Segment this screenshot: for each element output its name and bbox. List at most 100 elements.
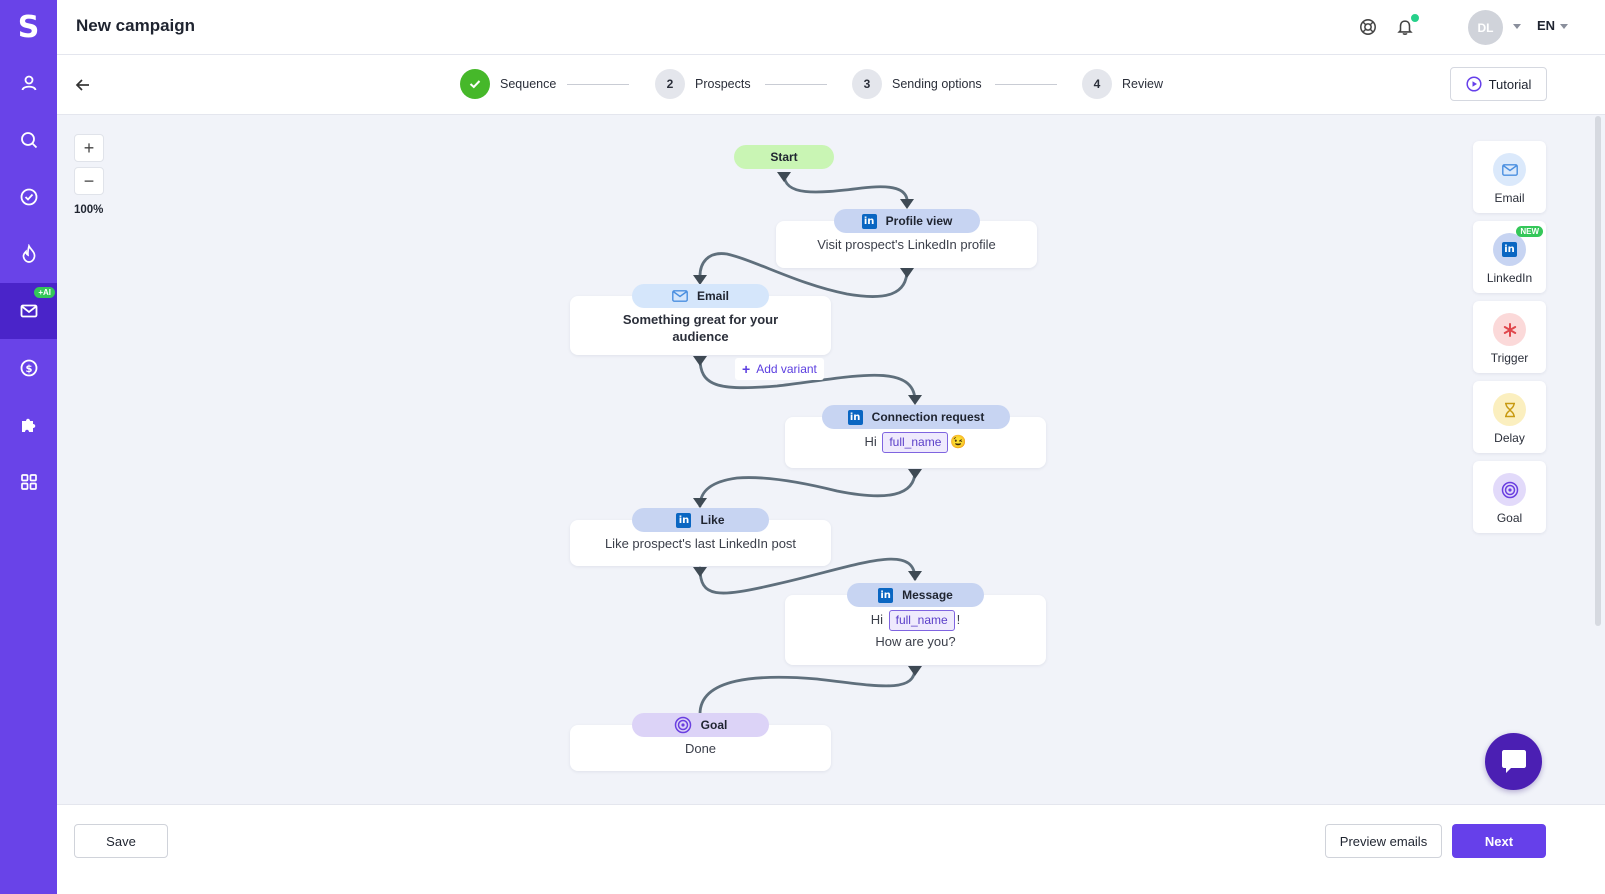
linkedin-icon: in: [878, 587, 894, 603]
zoom-level: 100%: [74, 204, 104, 216]
flow-connectors: [693, 172, 922, 716]
avatar[interactable]: DL: [1468, 10, 1503, 45]
play-circle-icon: [1466, 76, 1482, 92]
flame-icon: [22, 244, 35, 263]
check-icon: [460, 69, 490, 99]
next-button[interactable]: Next: [1452, 824, 1546, 858]
footer-bar: Save Preview emails Next: [57, 804, 1605, 894]
language-chevron-down-icon[interactable]: [1560, 24, 1568, 29]
check-circle-icon: [20, 188, 37, 206]
node-text-line2: How are you?: [875, 634, 956, 649]
full-name-variable-tag[interactable]: full_name: [888, 610, 955, 631]
canvas-scrollbar[interactable]: [1595, 116, 1601, 626]
wink-emoji: 😉: [950, 434, 967, 449]
step-connector: [567, 84, 629, 85]
tutorial-label: Tutorial: [1488, 76, 1532, 92]
sidebar-item-search[interactable]: [0, 112, 57, 168]
node-title: Profile view: [885, 214, 953, 228]
goal-header[interactable]: Goal: [632, 713, 769, 737]
profile-view-header[interactable]: in Profile view: [834, 209, 980, 233]
step-label: Prospects: [695, 77, 751, 91]
greeting-text: Hi: [864, 434, 877, 449]
linkedin-icon: in: [861, 213, 877, 229]
like-header[interactable]: in Like: [632, 508, 769, 532]
notification-bell-icon[interactable]: [1394, 13, 1420, 38]
preview-emails-button[interactable]: Preview emails: [1325, 824, 1442, 858]
exclamation-text: !: [956, 612, 961, 627]
node-title: Goal: [700, 718, 728, 732]
palette-email[interactable]: Email: [1473, 141, 1546, 213]
email-icon: [672, 290, 688, 302]
sidebar-item-integrations[interactable]: [0, 397, 57, 453]
add-variant-label: Add variant: [756, 362, 817, 376]
back-arrow-icon[interactable]: [73, 75, 93, 95]
sidebar-item-tasks[interactable]: [0, 169, 57, 225]
target-icon: [674, 716, 691, 734]
step-connector: [995, 84, 1057, 85]
step-number: 2: [655, 69, 685, 99]
node-title: Connection request: [871, 410, 985, 424]
step-label: Sending options: [892, 77, 982, 91]
step-review[interactable]: 4 Review: [1082, 69, 1163, 99]
email-header[interactable]: Email: [632, 284, 769, 308]
avatar-chevron-down-icon[interactable]: [1513, 24, 1521, 29]
page-title: New campaign: [76, 16, 196, 35]
palette-label: Goal: [1496, 511, 1523, 525]
step-prospects[interactable]: 2 Prospects: [655, 69, 751, 99]
palette-linkedin[interactable]: in NEW LinkedIn: [1473, 221, 1546, 293]
app-logo[interactable]: S: [17, 10, 40, 45]
zoom-out-button[interactable]: −: [74, 167, 104, 195]
add-variant-button[interactable]: + Add variant: [735, 358, 824, 380]
full-name-variable-tag[interactable]: full_name: [882, 432, 949, 453]
tutorial-button[interactable]: Tutorial: [1450, 67, 1547, 101]
node-title: Email: [696, 289, 729, 303]
asterisk-icon: [1493, 313, 1526, 346]
puzzle-icon: [21, 418, 35, 432]
campaign-stepper: Sequence 2 Prospects 3 Sending options 4…: [57, 55, 1605, 115]
node-text: Like prospect's last LinkedIn post: [604, 536, 797, 551]
palette-trigger[interactable]: Trigger: [1473, 301, 1546, 373]
sidebar-item-leads[interactable]: [0, 226, 57, 282]
step-sequence[interactable]: Sequence: [460, 69, 556, 99]
palette-label: LinkedIn: [1486, 271, 1533, 285]
node-text-line: Hi full_name😉: [785, 432, 1046, 453]
linkedin-icon: in: [847, 409, 863, 425]
step-sending-options[interactable]: 3 Sending options: [852, 69, 982, 99]
sidebar-item-apps[interactable]: [0, 454, 57, 510]
person-icon: [21, 75, 36, 91]
sidebar-item-campaigns[interactable]: +AI: [0, 283, 57, 339]
connection-request-header[interactable]: in Connection request: [822, 405, 1010, 429]
svg-text:$: $: [25, 364, 32, 375]
plus-icon: +: [742, 361, 751, 377]
dollar-icon: $: [20, 359, 37, 377]
step-connector: [765, 84, 827, 85]
zoom-in-button[interactable]: +: [74, 134, 104, 162]
step-number: 3: [852, 69, 882, 99]
search-icon: [20, 132, 37, 149]
sequence-canvas[interactable]: + − 100% Start Visit p: [57, 116, 1605, 804]
start-node[interactable]: Start: [734, 145, 834, 169]
palette-label: Email: [1494, 191, 1525, 205]
sidebar-item-billing[interactable]: $: [0, 340, 57, 396]
step-number: 4: [1082, 69, 1112, 99]
ai-badge: +AI: [34, 287, 55, 298]
node-text-line: Hi full_name!: [785, 610, 1046, 631]
start-label: Start: [770, 150, 798, 164]
node-text: Visit prospect's LinkedIn profile: [817, 237, 996, 252]
mail-icon: [20, 304, 37, 318]
palette-delay[interactable]: Delay: [1473, 381, 1546, 453]
node-text: Done: [684, 741, 717, 756]
save-button[interactable]: Save: [74, 824, 168, 858]
message-header[interactable]: in Message: [847, 583, 984, 607]
palette-goal[interactable]: Goal: [1473, 461, 1546, 533]
node-title: Message: [902, 588, 953, 602]
palette-label: Delay: [1494, 431, 1525, 445]
help-lifebuoy-icon[interactable]: [1357, 16, 1379, 38]
step-label: Sequence: [500, 77, 557, 91]
message-node[interactable]: Hi full_name! How are you?: [785, 595, 1046, 665]
sidebar-item-prospects[interactable]: [0, 55, 57, 111]
notification-dot: [1410, 13, 1420, 23]
hourglass-icon: [1493, 393, 1526, 426]
chat-support-button[interactable]: [1485, 733, 1542, 790]
language-selector[interactable]: EN: [1537, 18, 1556, 33]
